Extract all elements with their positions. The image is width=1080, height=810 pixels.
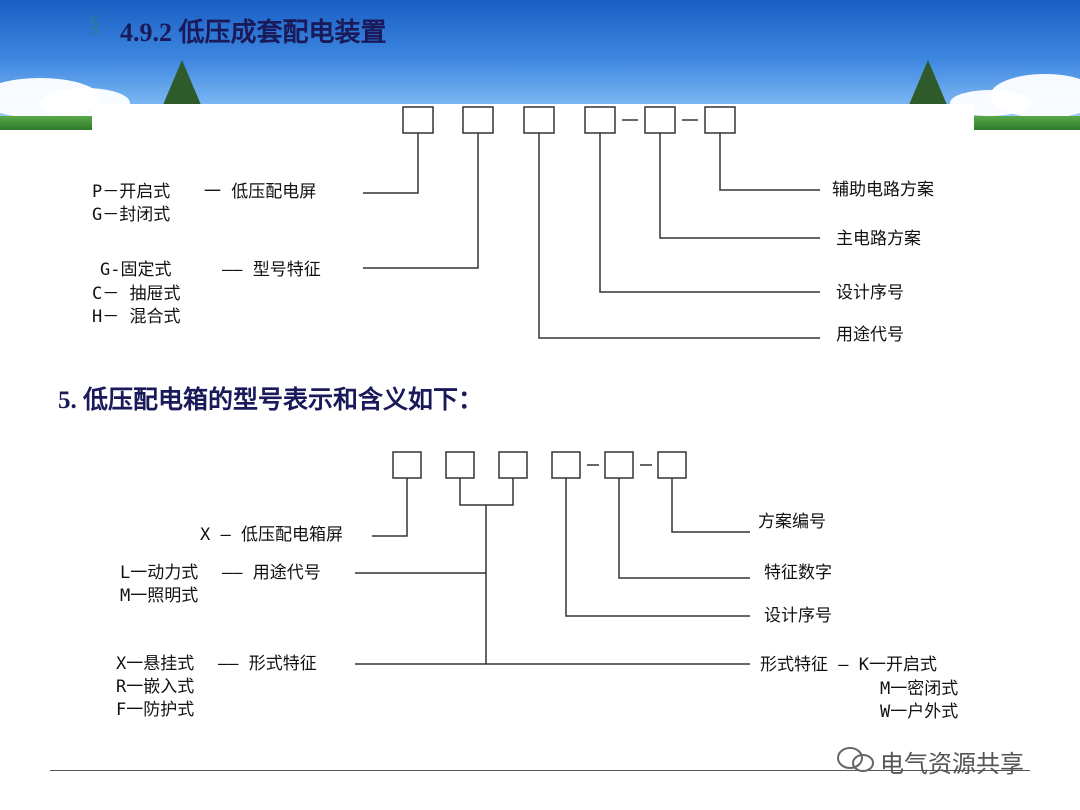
d1-type-g: G－封闭式	[92, 205, 171, 225]
d2-box-5	[604, 451, 634, 479]
d2-box-2	[445, 451, 475, 479]
d2-box-4	[551, 451, 581, 479]
d2-box-3	[498, 451, 528, 479]
d2-box-1	[392, 451, 422, 479]
d2-usage-code: —— 用途代号	[222, 563, 321, 583]
d2-form-k-open: 形式特征 — K一开启式	[760, 655, 937, 675]
d2-design-number: 设计序号	[764, 606, 832, 626]
d1-h-mixed: H－ 混合式	[92, 307, 181, 327]
d1-c-drawer: C－ 抽屉式	[92, 284, 181, 304]
diagram-panel	[92, 104, 974, 364]
d1-low-voltage-panel: 一 低压配电屏	[204, 182, 317, 202]
d2-x-hang: X一悬挂式	[116, 654, 195, 674]
d2-line-1	[372, 478, 408, 537]
d1-line-1	[363, 133, 419, 194]
d2-l-power: L一动力式	[120, 563, 199, 583]
d2-x-box: X — 低压配电箱屏	[200, 525, 343, 545]
d2-m-closed: M一密闭式	[880, 679, 959, 699]
d2-line-5	[618, 478, 750, 579]
d1-line-5	[659, 133, 820, 239]
d1-usage-code: 用途代号	[836, 325, 904, 345]
d1-box-5	[644, 106, 676, 134]
d1-line-2	[363, 133, 479, 269]
d2-form-feature: —— 形式特征	[218, 654, 317, 674]
d1-box-6	[704, 106, 736, 134]
d1-aux-circuit: 辅助电路方案	[832, 180, 934, 200]
title-bullet: §	[88, 12, 100, 38]
d1-box-2	[462, 106, 494, 134]
section-heading: 5. 低压配电箱的型号表示和含义如下：	[58, 387, 484, 414]
d1-box-4	[584, 106, 616, 134]
page-title: 4.9.2 低压成套配电装置	[120, 18, 387, 47]
tree-right-icon	[906, 60, 950, 112]
d2-f-protect: F一防护式	[116, 700, 195, 720]
d1-type-p: P－开启式	[92, 182, 171, 202]
tree-left-icon	[160, 60, 204, 112]
d1-g-fixed: G-固定式	[100, 260, 172, 280]
footer-divider	[50, 770, 1030, 771]
d2-box-6	[657, 451, 687, 479]
watermark: 电气资源共享	[880, 750, 1024, 778]
d1-line-3	[538, 133, 820, 339]
d2-line-6	[671, 478, 750, 533]
chat-icon	[837, 747, 874, 772]
d2-scheme-number: 方案编号	[758, 512, 826, 532]
d1-line-6	[719, 133, 820, 191]
d2-r-embed: R一嵌入式	[116, 677, 195, 697]
d1-box-1	[402, 106, 434, 134]
d2-line-4	[565, 478, 750, 617]
d1-model-feature: —— 型号特征	[222, 260, 321, 280]
d1-main-circuit: 主电路方案	[836, 229, 921, 249]
d1-line-4	[599, 133, 820, 293]
d2-w-outdoor: W一户外式	[880, 702, 959, 722]
d2-feature-number: 特征数字	[764, 563, 832, 583]
d1-design-number: 设计序号	[836, 283, 904, 303]
d1-box-3	[523, 106, 555, 134]
d2-m-light: M一照明式	[120, 586, 199, 606]
